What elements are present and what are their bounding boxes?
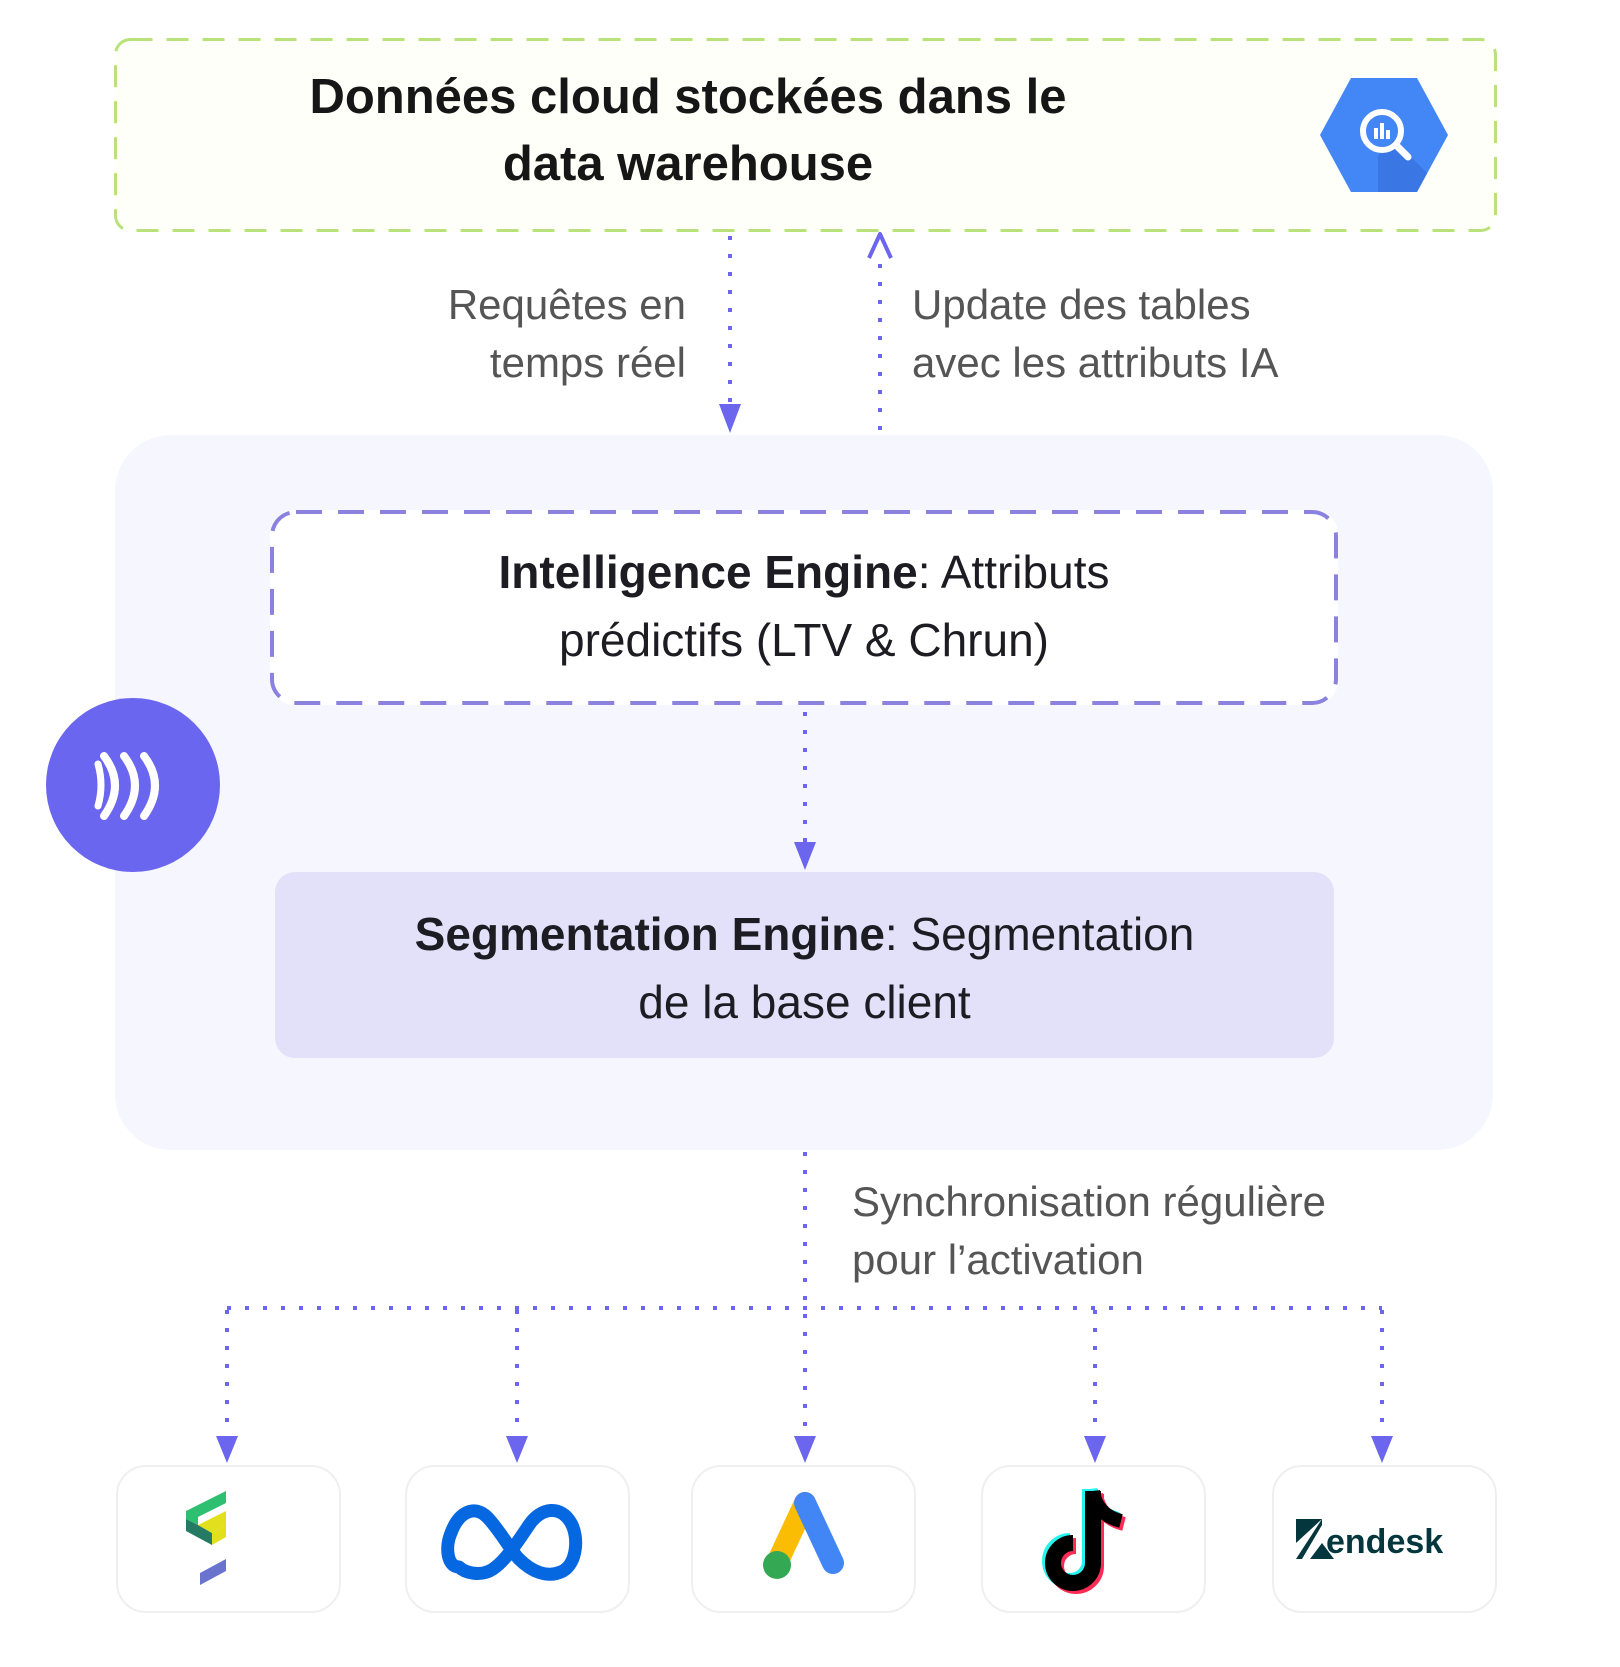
destination-card-2[interactable] xyxy=(405,1465,630,1613)
segmentation-engine-box xyxy=(275,872,1334,1058)
brand-logo-circle xyxy=(46,698,220,872)
data-warehouse-box xyxy=(114,38,1497,232)
arrowhead-down xyxy=(794,1436,816,1463)
intelligence-description-2: prédictifs (LTV & Chrun) xyxy=(559,614,1049,666)
arrowhead-down xyxy=(719,404,741,433)
arrowhead-down xyxy=(1084,1436,1106,1463)
update-tables-line2: avec les attributs IA xyxy=(912,339,1279,386)
bigquery-icon xyxy=(1318,76,1450,194)
stacked-chevron-logo-icon xyxy=(186,1491,226,1585)
arrowhead-up xyxy=(867,232,893,259)
destination-card-1[interactable] xyxy=(116,1465,341,1613)
meta-infinity-icon xyxy=(441,1504,583,1581)
update-tables-label: Update des tables avec les attributs IA xyxy=(912,276,1432,392)
regular-sync-label: Synchronisation régulière pour l’activat… xyxy=(852,1173,1412,1289)
sound-waves-icon xyxy=(94,752,159,820)
warehouse-title-line1: Données cloud stockées dans le xyxy=(309,70,1067,124)
warehouse-title-line2: data warehouse xyxy=(502,137,874,191)
regular-sync-line2: pour l’activation xyxy=(852,1236,1144,1283)
regular-sync-line1: Synchronisation régulière xyxy=(852,1178,1326,1225)
segmentation-description-2: de la base client xyxy=(638,976,971,1028)
arrowhead-down xyxy=(216,1436,238,1463)
warehouse-title: Données cloud stockées dans le data ware… xyxy=(150,64,1226,198)
intelligence-engine-name: Intelligence Engine xyxy=(498,546,918,598)
arrowhead-down xyxy=(1371,1436,1393,1463)
zendesk-wordmark: endesk xyxy=(1326,1523,1443,1561)
arrowhead-down xyxy=(506,1436,528,1463)
realtime-queries-label: Requêtes en temps réel xyxy=(380,276,686,392)
segmentation-engine-text: Segmentation Engine: Segmentation de la … xyxy=(275,900,1334,1036)
destination-card-4[interactable] xyxy=(981,1465,1206,1613)
tiktok-note-icon xyxy=(1042,1487,1127,1594)
realtime-queries-line2: temps réel xyxy=(489,339,686,386)
google-ads-icon xyxy=(763,1492,844,1579)
realtime-queries-line1: Requêtes en xyxy=(447,281,686,328)
segmentation-engine-name: Segmentation Engine xyxy=(414,908,885,960)
destination-card-3[interactable] xyxy=(691,1465,916,1613)
segmentation-description-1: Segmentation xyxy=(910,908,1195,960)
update-tables-line1: Update des tables xyxy=(912,281,1251,328)
zendesk-logo-icon: endesk xyxy=(1296,1519,1443,1561)
segmentation-separator: : xyxy=(884,908,911,960)
intelligence-separator: : xyxy=(917,546,941,598)
destination-card-5[interactable]: endesk xyxy=(1272,1465,1497,1613)
intelligence-engine-box xyxy=(270,510,1338,705)
intelligence-engine-text: Intelligence Engine: Attributs prédictif… xyxy=(270,538,1338,674)
intelligence-description-1: Attributs xyxy=(940,546,1110,598)
